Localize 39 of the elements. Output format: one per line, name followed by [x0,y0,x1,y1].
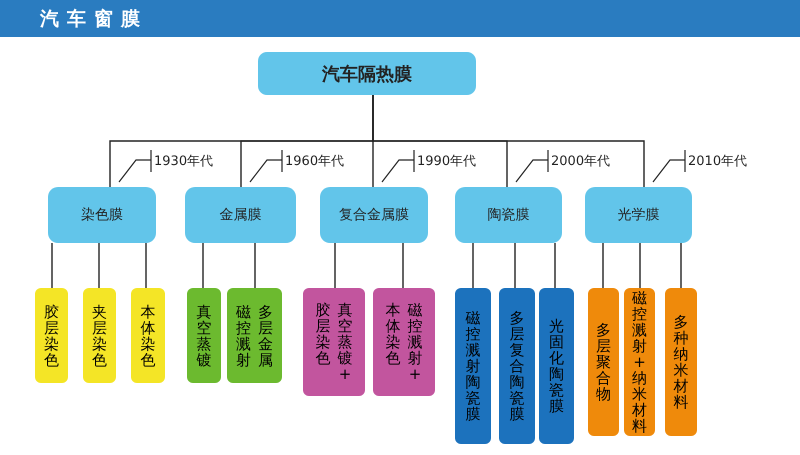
leaf-box: 真空蒸镀+胶层染色 [303,288,365,396]
connector-line [334,243,336,288]
leaf-box: 真空蒸镀 [187,288,221,383]
year-label: 2000年代 [551,153,610,170]
leaf-box: 多种纳米材料 [665,288,697,436]
connector-line [639,243,641,288]
connector-line [98,243,100,288]
leaf-box: 本体染色 [131,288,165,383]
leaf-box: 多层复合陶瓷膜 [499,288,535,444]
connector-line [202,243,204,288]
year-label: 1960年代 [285,153,344,170]
connector-line [402,243,404,288]
leaf-box: 光固化陶瓷膜 [539,288,574,444]
category-box: 光学膜 [585,187,692,243]
connector-line [145,243,147,288]
connector-line [554,243,556,288]
leaf-box: 多层金属磁控溅射 [227,288,282,383]
connector-line [680,243,682,288]
connector-line [51,243,53,288]
connector-line [514,243,516,288]
category-box: 复合金属膜 [320,187,428,243]
root-box: 汽车隔热膜 [258,52,476,95]
leaf-box: 磁控溅射陶瓷膜 [455,288,491,444]
leaf-box: 多层聚合物 [588,288,619,436]
leaf-box: 磁控溅射+纳米材料 [624,288,655,436]
page-title: 汽车窗膜 [40,7,148,32]
category-box: 金属膜 [185,187,296,243]
category-box: 染色膜 [48,187,156,243]
connector-line [372,95,645,187]
leaf-box: 胶层染色 [35,288,68,383]
year-label: 1930年代 [154,153,214,170]
leaf-box: 磁控溅射+本体染色 [373,288,435,396]
connector-line [472,243,474,288]
connector-line [602,243,604,288]
connector-line [254,243,256,288]
year-label: 2010年代 [688,153,748,170]
year-label: 1990年代 [417,153,476,170]
leaf-box: 夹层染色 [83,288,116,383]
category-box: 陶瓷膜 [455,187,562,243]
